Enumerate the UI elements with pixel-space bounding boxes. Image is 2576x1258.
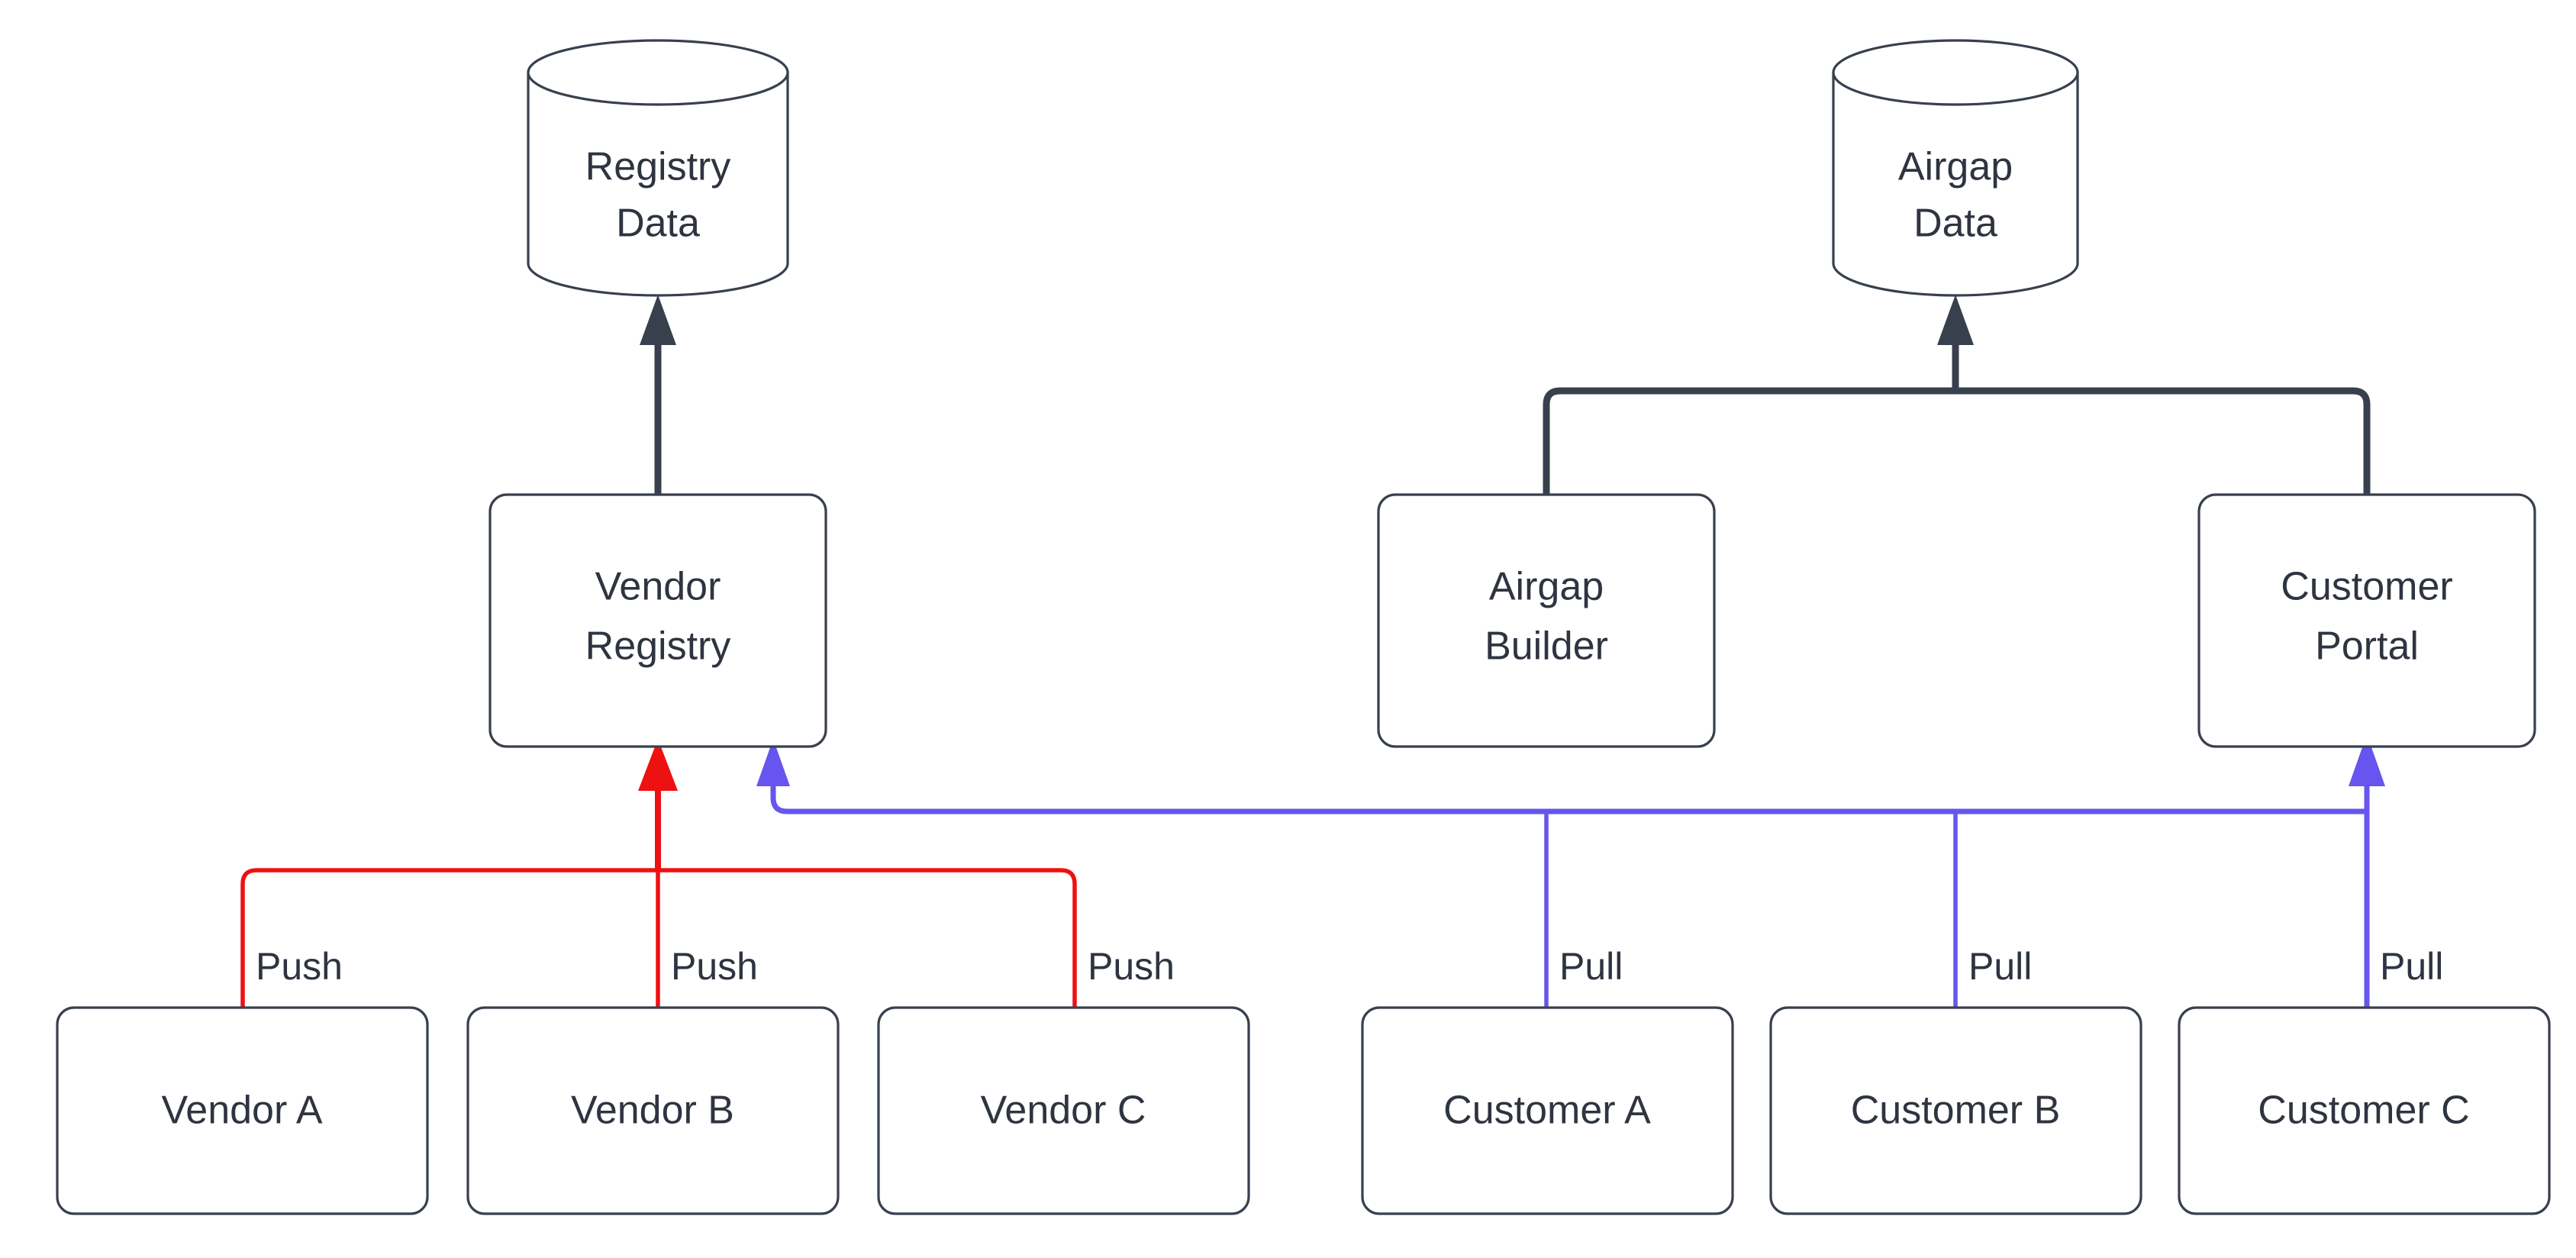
- node-label: Vendor B: [571, 1089, 734, 1133]
- node-box: [2178, 1006, 2551, 1215]
- node-customer-b[interactable]: Customer B: [1769, 1006, 2142, 1215]
- node-label-line2: Registry: [585, 624, 731, 669]
- node-label-line2: Data: [616, 202, 700, 246]
- arrowhead-up-icon: [1937, 295, 1974, 345]
- edge-label-push-vendor-a: Push: [256, 945, 343, 988]
- node-vendor-c[interactable]: Vendor C: [877, 1006, 1250, 1215]
- edge-label-pull-customer-a: Pull: [1559, 945, 1623, 988]
- node-label-line1: Vendor: [595, 565, 721, 609]
- node-box: [1769, 1006, 2142, 1215]
- cylinder-top: [1832, 39, 2079, 106]
- edge-vendor-registry-to-registry-data: [640, 295, 676, 495]
- node-box: [2197, 493, 2536, 748]
- cylinder-body: [1832, 71, 2079, 297]
- edge-label-push-vendor-c: Push: [1088, 945, 1175, 988]
- node-registry-data[interactable]: Registry Data: [527, 39, 789, 297]
- node-label-line2: Builder: [1485, 624, 1608, 669]
- node-box: [877, 1006, 1250, 1215]
- node-box: [488, 493, 827, 748]
- node-customer-a[interactable]: Customer A: [1361, 1006, 1734, 1215]
- edge-line: [1942, 387, 2371, 495]
- node-box: [56, 1006, 429, 1215]
- cylinder-body: [527, 71, 789, 297]
- node-customer-c[interactable]: Customer C: [2178, 1006, 2551, 1215]
- node-customer-portal[interactable]: Customer Portal: [2197, 493, 2536, 748]
- edge-line: [1543, 387, 1942, 495]
- node-label-line1: Airgap: [1489, 565, 1604, 609]
- edge-customer-portal-to-airgap-data: [1937, 295, 2371, 495]
- node-label-line2: Data: [1913, 202, 1997, 246]
- node-airgap-builder[interactable]: Airgap Builder: [1377, 493, 1716, 748]
- edge-group-push: [240, 739, 1077, 1008]
- arrowhead-up-icon: [2349, 734, 2385, 786]
- node-label: Vendor C: [981, 1089, 1146, 1133]
- edge-label-push-vendor-b: Push: [671, 945, 758, 988]
- cylinder-top: [527, 39, 789, 106]
- arrowhead-up-icon: [640, 295, 676, 345]
- arrowhead-up-icon: [638, 739, 678, 791]
- node-box: [1377, 493, 1716, 748]
- node-label: Customer C: [2258, 1089, 2469, 1133]
- node-vendor-registry[interactable]: Vendor Registry: [488, 493, 827, 748]
- edge-airgap-builder-to-airgap-data: [1543, 387, 1942, 495]
- edge-label-pull-customer-c: Pull: [2380, 945, 2443, 988]
- node-label-line2: Portal: [2315, 624, 2419, 669]
- node-vendor-a[interactable]: Vendor A: [56, 1006, 429, 1215]
- node-label: Customer B: [1851, 1089, 2061, 1133]
- node-label-line1: Customer: [2281, 565, 2452, 609]
- edge-group-pull: [756, 734, 2385, 1008]
- node-box: [466, 1006, 840, 1215]
- node-label-line1: Registry: [585, 145, 731, 189]
- arrowhead-up-icon: [756, 739, 790, 786]
- node-label-line1: Airgap: [1898, 145, 2013, 189]
- node-vendor-b[interactable]: Vendor B: [466, 1006, 840, 1215]
- node-airgap-data[interactable]: Airgap Data: [1832, 39, 2079, 297]
- edge-label-pull-customer-b: Pull: [1968, 945, 2032, 988]
- pull-trunk: [770, 763, 2367, 814]
- node-label: Customer A: [1443, 1089, 1651, 1133]
- node-box: [1361, 1006, 1734, 1215]
- node-label: Vendor A: [161, 1089, 322, 1133]
